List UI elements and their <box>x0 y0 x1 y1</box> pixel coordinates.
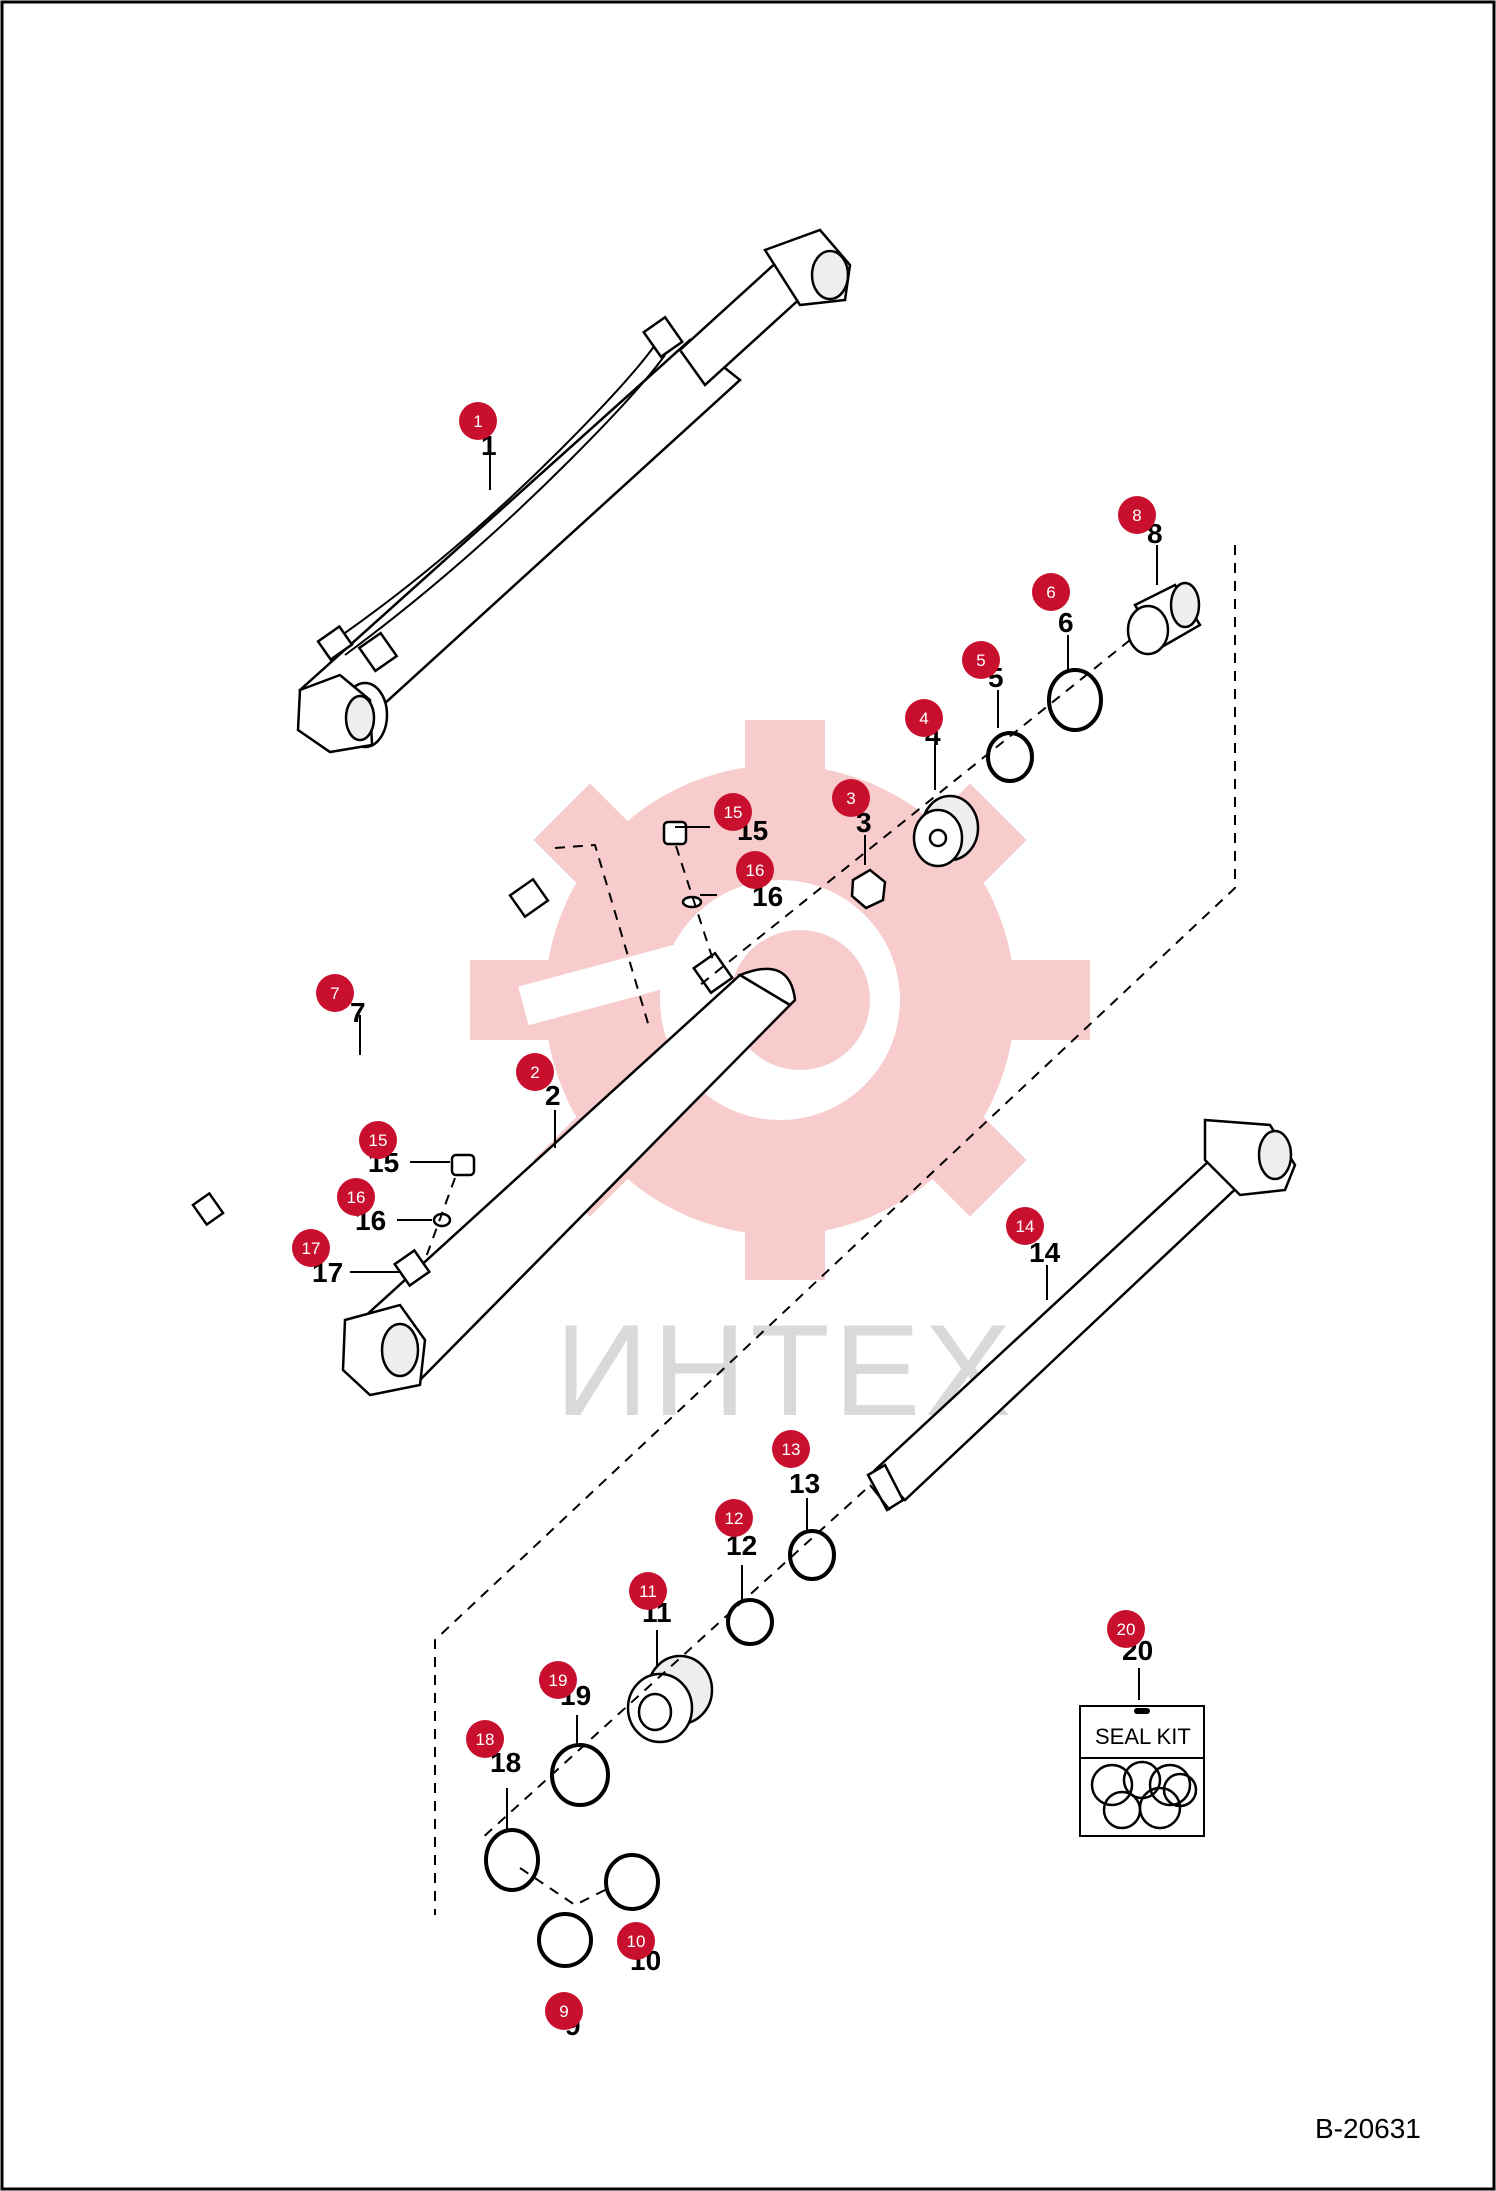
svg-text:1: 1 <box>473 412 482 431</box>
callout-badge: 4 <box>905 699 943 737</box>
svg-text:17: 17 <box>302 1239 321 1258</box>
svg-text:4: 4 <box>919 709 928 728</box>
callout-badge: 19 <box>539 1661 577 1699</box>
plug-lower-part <box>450 1153 476 1177</box>
rod-part <box>866 1118 1297 1512</box>
assembly-axis-top <box>699 639 1131 986</box>
svg-text:12: 12 <box>725 1509 744 1528</box>
ring-10-part <box>604 1853 660 1911</box>
plug-upper-part <box>662 820 688 846</box>
svg-text:13: 13 <box>782 1440 801 1459</box>
part-num: 2 <box>545 1080 561 1111</box>
callout-badge: 20 <box>1107 1610 1145 1648</box>
part-num: 7 <box>350 997 366 1028</box>
ring-18-part <box>484 1828 540 1892</box>
svg-text:9: 9 <box>559 2002 568 2021</box>
ring-5-part <box>986 731 1034 783</box>
assembly-line-rod-box <box>434 545 1236 1915</box>
wiper-13-part <box>788 1529 836 1581</box>
svg-text:16: 16 <box>347 1188 366 1207</box>
callout-badge: 1 <box>459 402 497 440</box>
callout-badge: 15 <box>714 793 752 831</box>
callout-badge: 16 <box>337 1178 375 1216</box>
assembly-axis-bottom <box>479 1489 866 1841</box>
assembly-line-line-7 <box>554 843 651 1031</box>
callout-badge: 5 <box>962 641 1000 679</box>
svg-text:19: 19 <box>549 1671 568 1690</box>
assembly-line-9-10 <box>519 1867 606 1907</box>
callout-badge: 9 <box>545 1992 583 2030</box>
gland-4-part <box>912 794 980 868</box>
bushing-8-part <box>1126 581 1202 656</box>
svg-text:5: 5 <box>976 651 985 670</box>
svg-text:6: 6 <box>1046 583 1055 602</box>
seal-12-part <box>726 1598 774 1646</box>
callout-badge: 8 <box>1118 496 1156 534</box>
svg-text:11: 11 <box>639 1582 657 1601</box>
callout-badge: 13 <box>772 1430 810 1468</box>
svg-text:8: 8 <box>1132 506 1141 525</box>
callout-badge: 11 <box>629 1572 667 1610</box>
svg-text:2: 2 <box>530 1063 539 1082</box>
callout-badge: 7 <box>316 974 354 1012</box>
ring-19-part <box>550 1743 610 1807</box>
callout-badge: 6 <box>1032 573 1070 611</box>
svg-text:10: 10 <box>627 1932 646 1951</box>
svg-text:15: 15 <box>369 1131 388 1150</box>
svg-text:3: 3 <box>846 789 855 808</box>
assembly-line-plug-lower <box>424 1177 456 1261</box>
svg-text:15: 15 <box>724 803 743 822</box>
svg-text:7: 7 <box>330 984 339 1003</box>
callout-badge: 2 <box>516 1053 554 1091</box>
drawing-id: B-20631 <box>1315 2113 1421 2144</box>
callout-badge: 3 <box>832 779 870 817</box>
callout-badge: 15 <box>359 1121 397 1159</box>
assembly-line-plug-upper <box>675 845 714 961</box>
nut-3-part <box>850 868 887 910</box>
part-num: 13 <box>789 1468 820 1499</box>
callout-badge: 17 <box>292 1229 330 1267</box>
part-num: 6 <box>1058 607 1074 638</box>
cylinder-assembly-part <box>296 228 852 754</box>
head-11-part <box>626 1654 714 1744</box>
callout-badge: 18 <box>466 1720 504 1758</box>
ring-9-part <box>537 1912 593 1968</box>
callout-badge: 16 <box>736 851 774 889</box>
svg-text:16: 16 <box>746 861 765 880</box>
seal-kit-box: SEAL KIT <box>1079 1705 1205 1837</box>
svg-text:14: 14 <box>1016 1217 1035 1236</box>
svg-text:18: 18 <box>476 1730 495 1749</box>
callout-badge: 12 <box>715 1499 753 1537</box>
callout-badge: 10 <box>617 1922 655 1960</box>
oring-upper-part <box>681 895 703 909</box>
ring-6-part <box>1047 668 1103 732</box>
svg-text:20: 20 <box>1117 1620 1136 1639</box>
callout-badges: 1 8 6 5 4 3 15 16 7 2 15 16 17 14 13 12 … <box>292 402 1156 2030</box>
leader-lines <box>350 455 1158 1830</box>
callout-badge: 14 <box>1006 1207 1044 1245</box>
hydraulic-line-part <box>191 877 550 1227</box>
seal-kit-label: SEAL KIT <box>1095 1724 1191 1749</box>
barrel-part <box>341 951 797 1397</box>
